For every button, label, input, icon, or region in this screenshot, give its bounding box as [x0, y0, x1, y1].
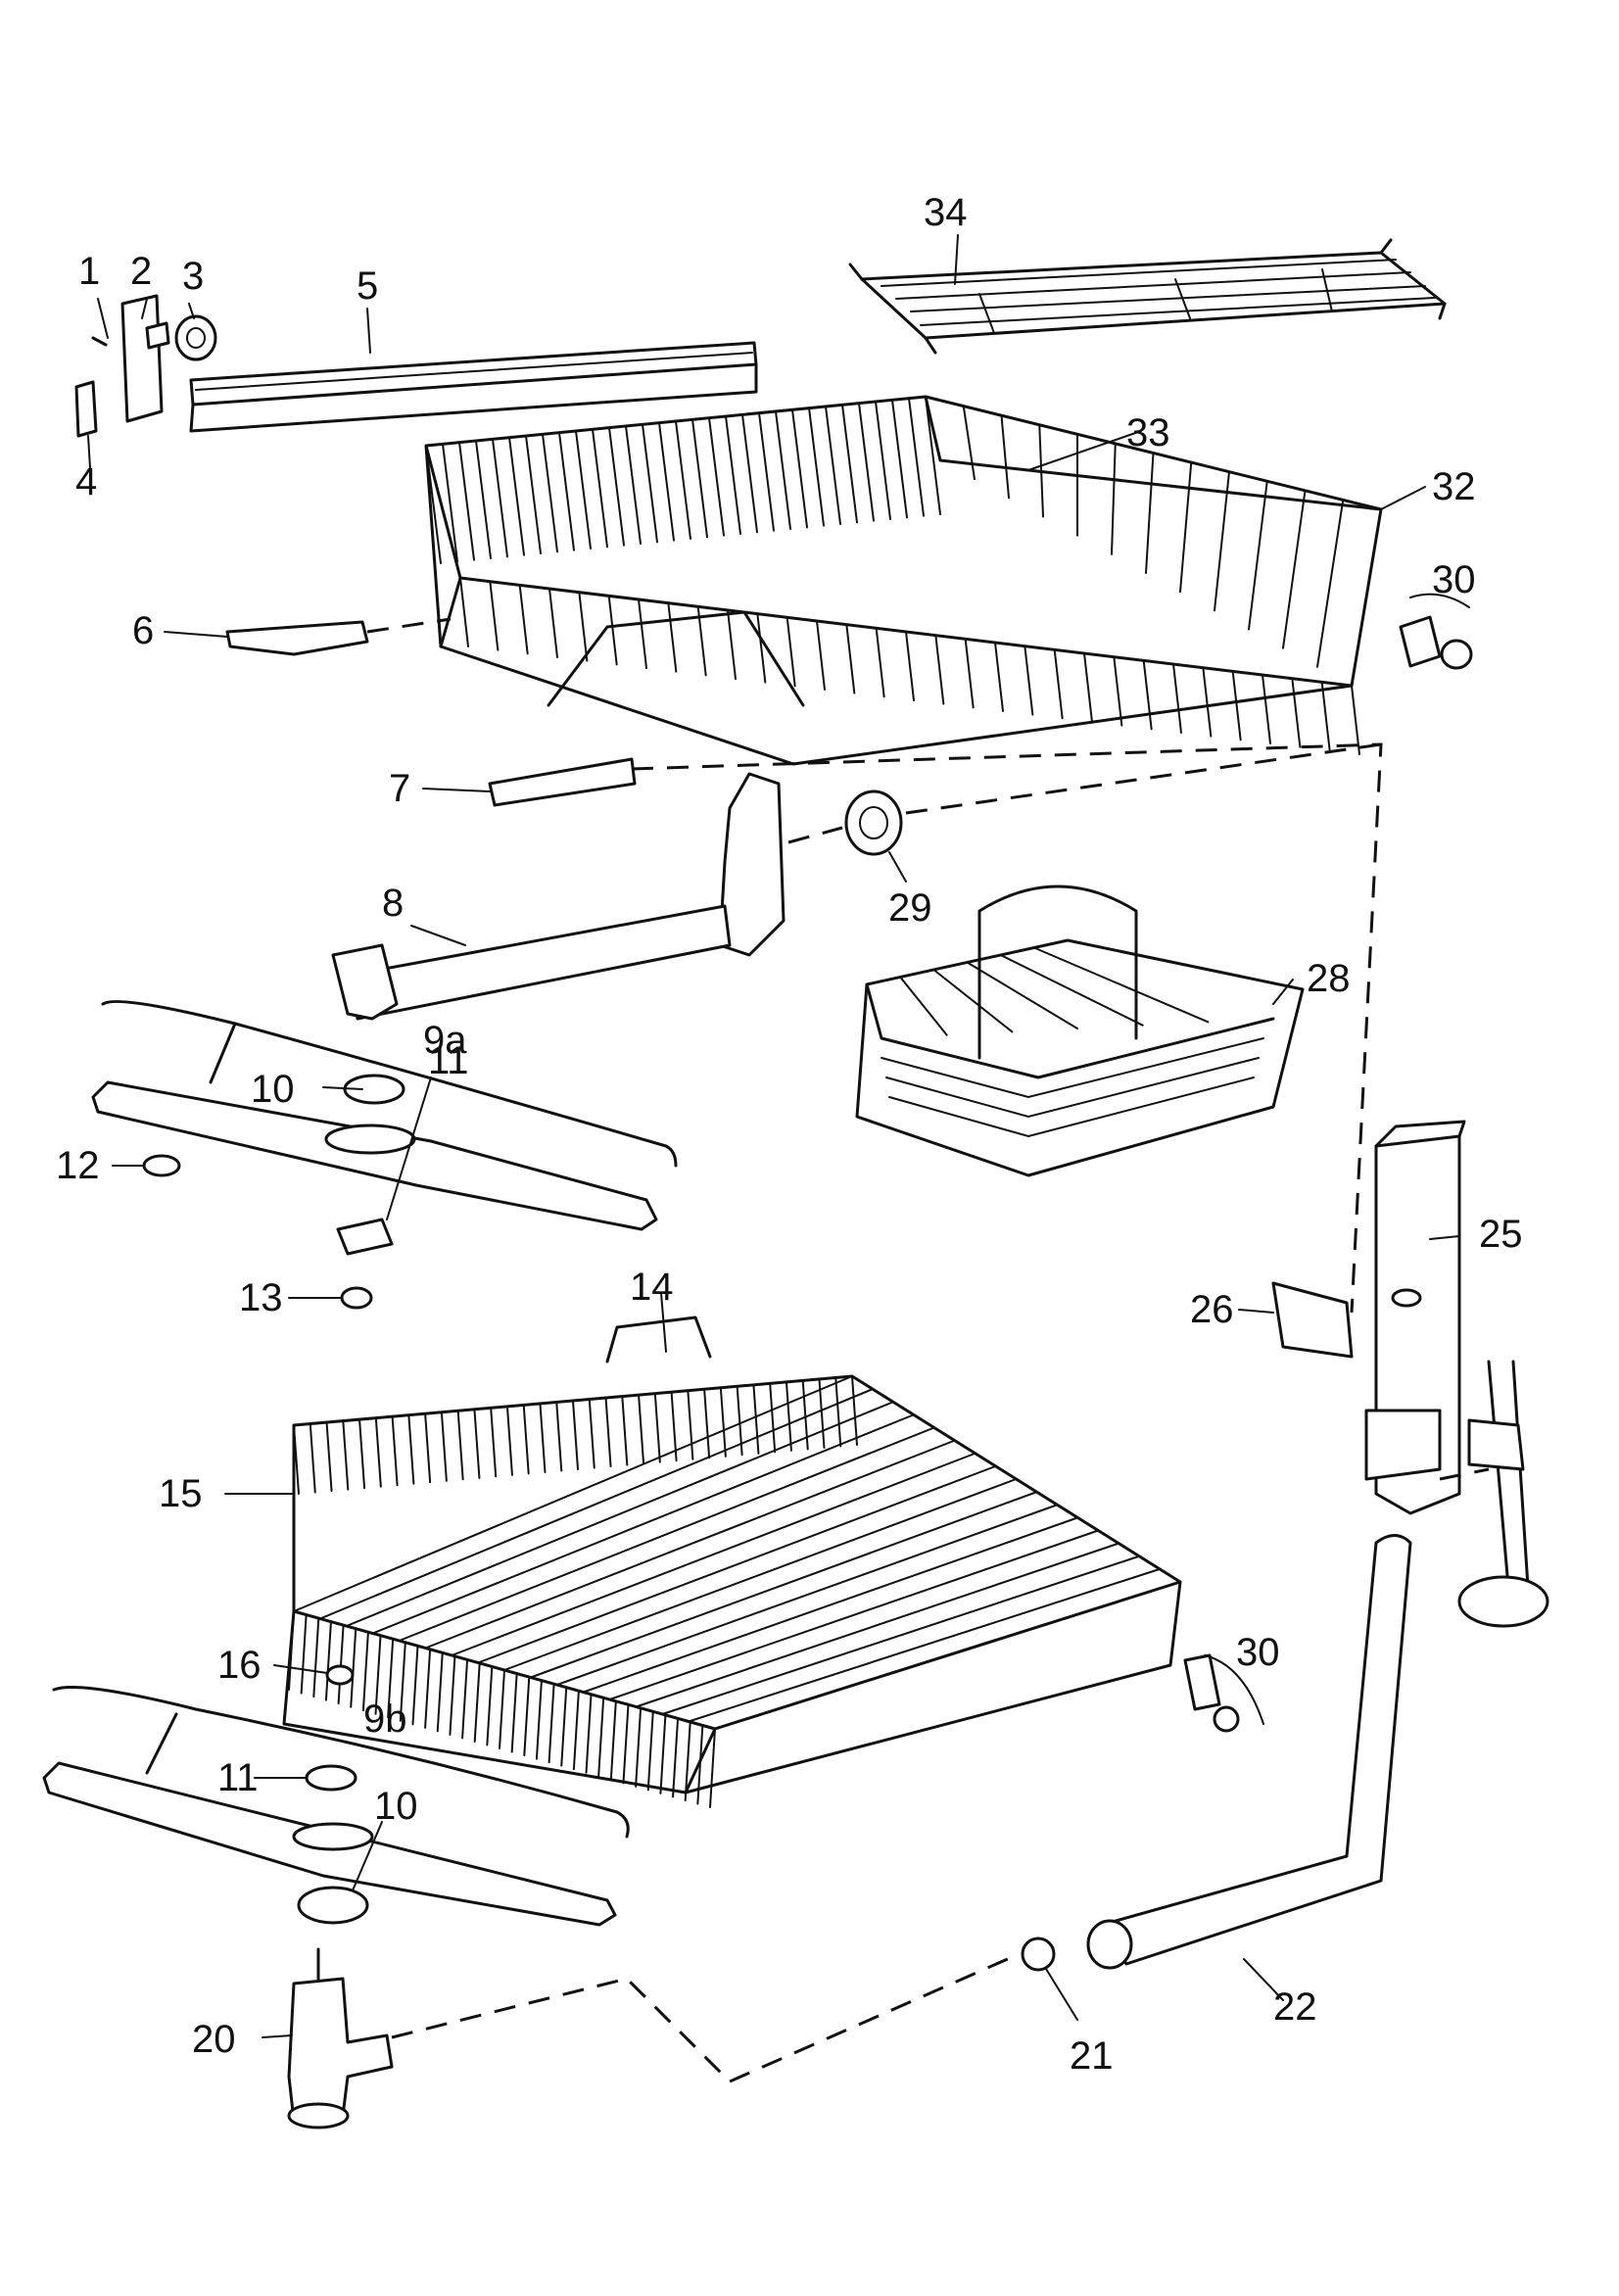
label-part-28: 28 [1307, 957, 1351, 1000]
rail-part [189, 341, 758, 433]
label-part-15: 15 [159, 1472, 203, 1515]
label-part-21: 21 [1070, 2034, 1114, 2078]
label-part-1: 1 [78, 250, 100, 293]
label-part-11-upper: 11 [428, 1039, 469, 1082]
label-part-12: 12 [56, 1144, 100, 1187]
connecting-tube-part [1021, 1534, 1412, 1972]
label-part-30-upper: 30 [1432, 558, 1476, 601]
feed-pipe-part [331, 772, 903, 1021]
part-labels: 1 2 3 4 5 6 7 8 9a 10 11 12 13 14 15 16 … [56, 191, 1523, 2078]
lower-spray-arm-part [42, 1664, 630, 1927]
label-part-34: 34 [924, 191, 968, 234]
label-part-10-lower: 10 [374, 1785, 418, 1828]
label-part-7: 7 [389, 767, 410, 810]
label-part-33: 33 [1126, 411, 1170, 454]
cutlery-basket-part [855, 885, 1305, 1177]
clip-parts [74, 294, 217, 438]
label-part-26: 26 [1190, 1288, 1234, 1331]
upper-basket-part [424, 395, 1383, 766]
support-clip-part [1183, 593, 1473, 1733]
label-part-8: 8 [382, 882, 404, 925]
label-part-25: 25 [1479, 1213, 1523, 1256]
label-part-5: 5 [357, 264, 378, 308]
label-part-13: 13 [239, 1276, 283, 1319]
label-part-22: 22 [1273, 1985, 1317, 2029]
top-shelf-rack-part [848, 238, 1447, 355]
label-part-20: 20 [192, 2018, 236, 2061]
label-part-16: 16 [217, 1644, 262, 1687]
rail-clip-part [225, 620, 637, 807]
label-part-11-lower: 11 [217, 1756, 259, 1799]
label-part-4: 4 [75, 460, 97, 503]
label-part-6: 6 [132, 609, 154, 652]
assembly-lines [366, 617, 1490, 2083]
label-part-2: 2 [130, 250, 152, 293]
label-part-29: 29 [888, 886, 932, 930]
leader-lines [87, 234, 1460, 2038]
label-part-10-upper: 10 [251, 1068, 295, 1111]
label-part-32: 32 [1432, 465, 1476, 508]
label-part-30-lower: 30 [1236, 1631, 1280, 1674]
label-part-9b: 9b [363, 1698, 407, 1741]
label-part-9a: 9a [423, 1019, 467, 1062]
supply-pipe-part [1271, 1120, 1549, 1628]
sump-connector-part [287, 1947, 394, 2129]
upper-spray-arm-part [91, 1000, 678, 1310]
label-part-14: 14 [630, 1266, 674, 1309]
lower-basket-part [282, 1315, 1182, 1808]
label-part-3: 3 [182, 255, 204, 298]
